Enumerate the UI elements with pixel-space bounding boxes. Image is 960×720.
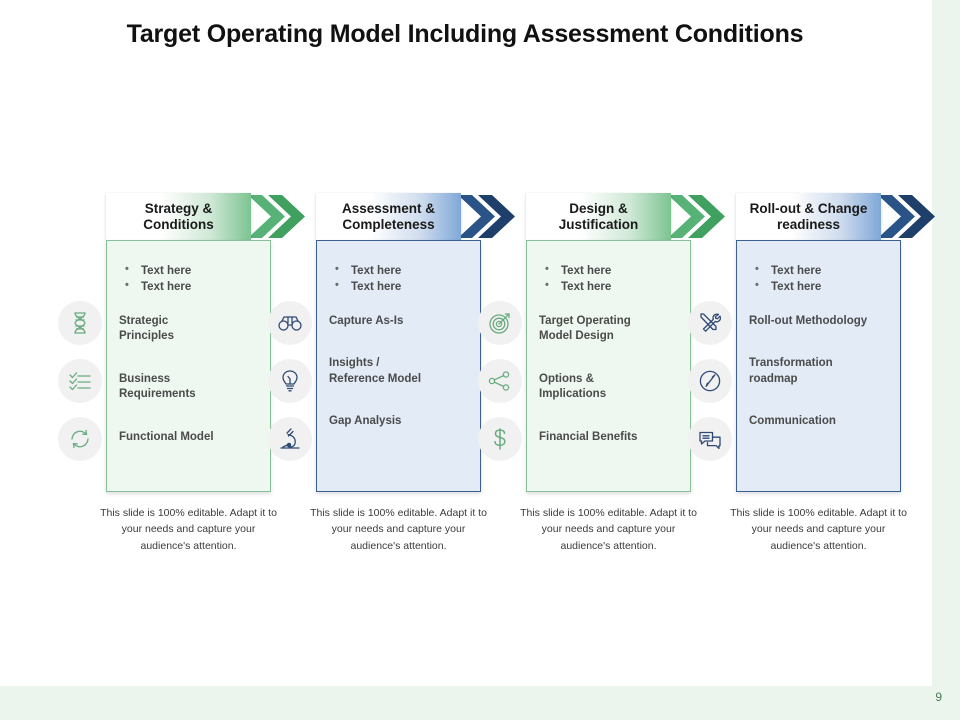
chevron-right-icon [688, 195, 725, 238]
list-item: Text here [539, 278, 680, 295]
column-body: Text here Text here Capture As-Is Insigh… [316, 240, 481, 492]
lightbulb-icon [268, 359, 312, 403]
column-item: Functional Model [119, 430, 214, 443]
binoculars-icon [268, 301, 312, 345]
chevron-right-icon [478, 195, 515, 238]
column-body: Text here Text here Target Operating Mod… [526, 240, 691, 492]
column-caption: This slide is 100% editable. Adapt it to… [730, 507, 907, 552]
list-item: Text here [329, 278, 470, 295]
list-item: Text here [749, 278, 890, 295]
column-body: Text here Text here Roll-out Methodology… [736, 240, 901, 492]
icon-rail [688, 301, 738, 475]
page-title: Target Operating Model Including Assessm… [126, 20, 804, 48]
chevron-right-icon [898, 195, 935, 238]
bullet-list: Text here Text here [539, 262, 680, 296]
page-number: 9 [935, 690, 942, 704]
icon-rail [58, 301, 108, 475]
column-caption: This slide is 100% editable. Adapt it to… [100, 507, 277, 552]
chevron-right-icon [248, 195, 285, 238]
checklist-icon [58, 359, 102, 403]
column-item: Options & Implications [539, 372, 607, 401]
column-item: Communication [749, 415, 836, 428]
bullet-list: Text here Text here [749, 262, 890, 296]
column-header[interactable]: Roll-out & Change readiness [736, 193, 935, 240]
column-caption: This slide is 100% editable. Adapt it to… [310, 507, 487, 552]
icon-rail [268, 301, 318, 475]
bullet-list: Text here Text here [119, 262, 260, 296]
target-arrow-icon [478, 301, 522, 345]
refresh-cycle-icon [58, 417, 102, 461]
list-item: Text here [749, 262, 890, 279]
column-header[interactable]: Design & Justification [526, 193, 725, 240]
column-item: Capture As-Is [329, 314, 404, 327]
dollar-sign-icon [478, 417, 522, 461]
column-body: Text here Text here Strategic Principles… [106, 240, 271, 492]
column-header-label: Assessment & Completeness [316, 193, 461, 240]
process-columns: Strategy & Conditions Text here Text her… [0, 193, 935, 593]
bullet-list: Text here Text here [329, 262, 470, 296]
column-item: Insights / Reference Model [329, 357, 422, 385]
list-item: Text here [119, 278, 260, 295]
column-item: Business Requirements [119, 372, 196, 401]
column-item: Roll-out Methodology [749, 314, 868, 327]
column-item: Transformation roadmap [749, 357, 833, 385]
column-item: Financial Benefits [539, 430, 638, 443]
chevron-right-icon [878, 195, 915, 238]
chevron-right-icon [268, 195, 305, 238]
bottom-edge-decoration [0, 686, 960, 720]
tools-cross-icon [688, 301, 732, 345]
list-item: Text here [539, 262, 680, 279]
column-item: Gap Analysis [329, 415, 402, 428]
column-header[interactable]: Strategy & Conditions [106, 193, 305, 240]
microscope-icon [268, 417, 312, 461]
column-header-label: Roll-out & Change readiness [736, 193, 881, 240]
column-item: Target Operating Model Design [539, 314, 631, 343]
list-item: Text here [329, 262, 470, 279]
share-network-icon [478, 359, 522, 403]
column-header-label: Design & Justification [526, 193, 671, 240]
compass-pen-icon [688, 359, 732, 403]
column-caption: This slide is 100% editable. Adapt it to… [520, 507, 697, 552]
chevron-right-icon [458, 195, 495, 238]
chat-bubbles-icon [688, 417, 732, 461]
chevron-right-icon [668, 195, 705, 238]
column-header-label: Strategy & Conditions [106, 193, 251, 240]
dna-helix-icon [58, 301, 102, 345]
right-edge-decoration [932, 0, 960, 720]
icon-rail [478, 301, 528, 475]
column-header[interactable]: Assessment & Completeness [316, 193, 515, 240]
list-item: Text here [119, 262, 260, 279]
column-item: Strategic Principles [119, 314, 174, 343]
